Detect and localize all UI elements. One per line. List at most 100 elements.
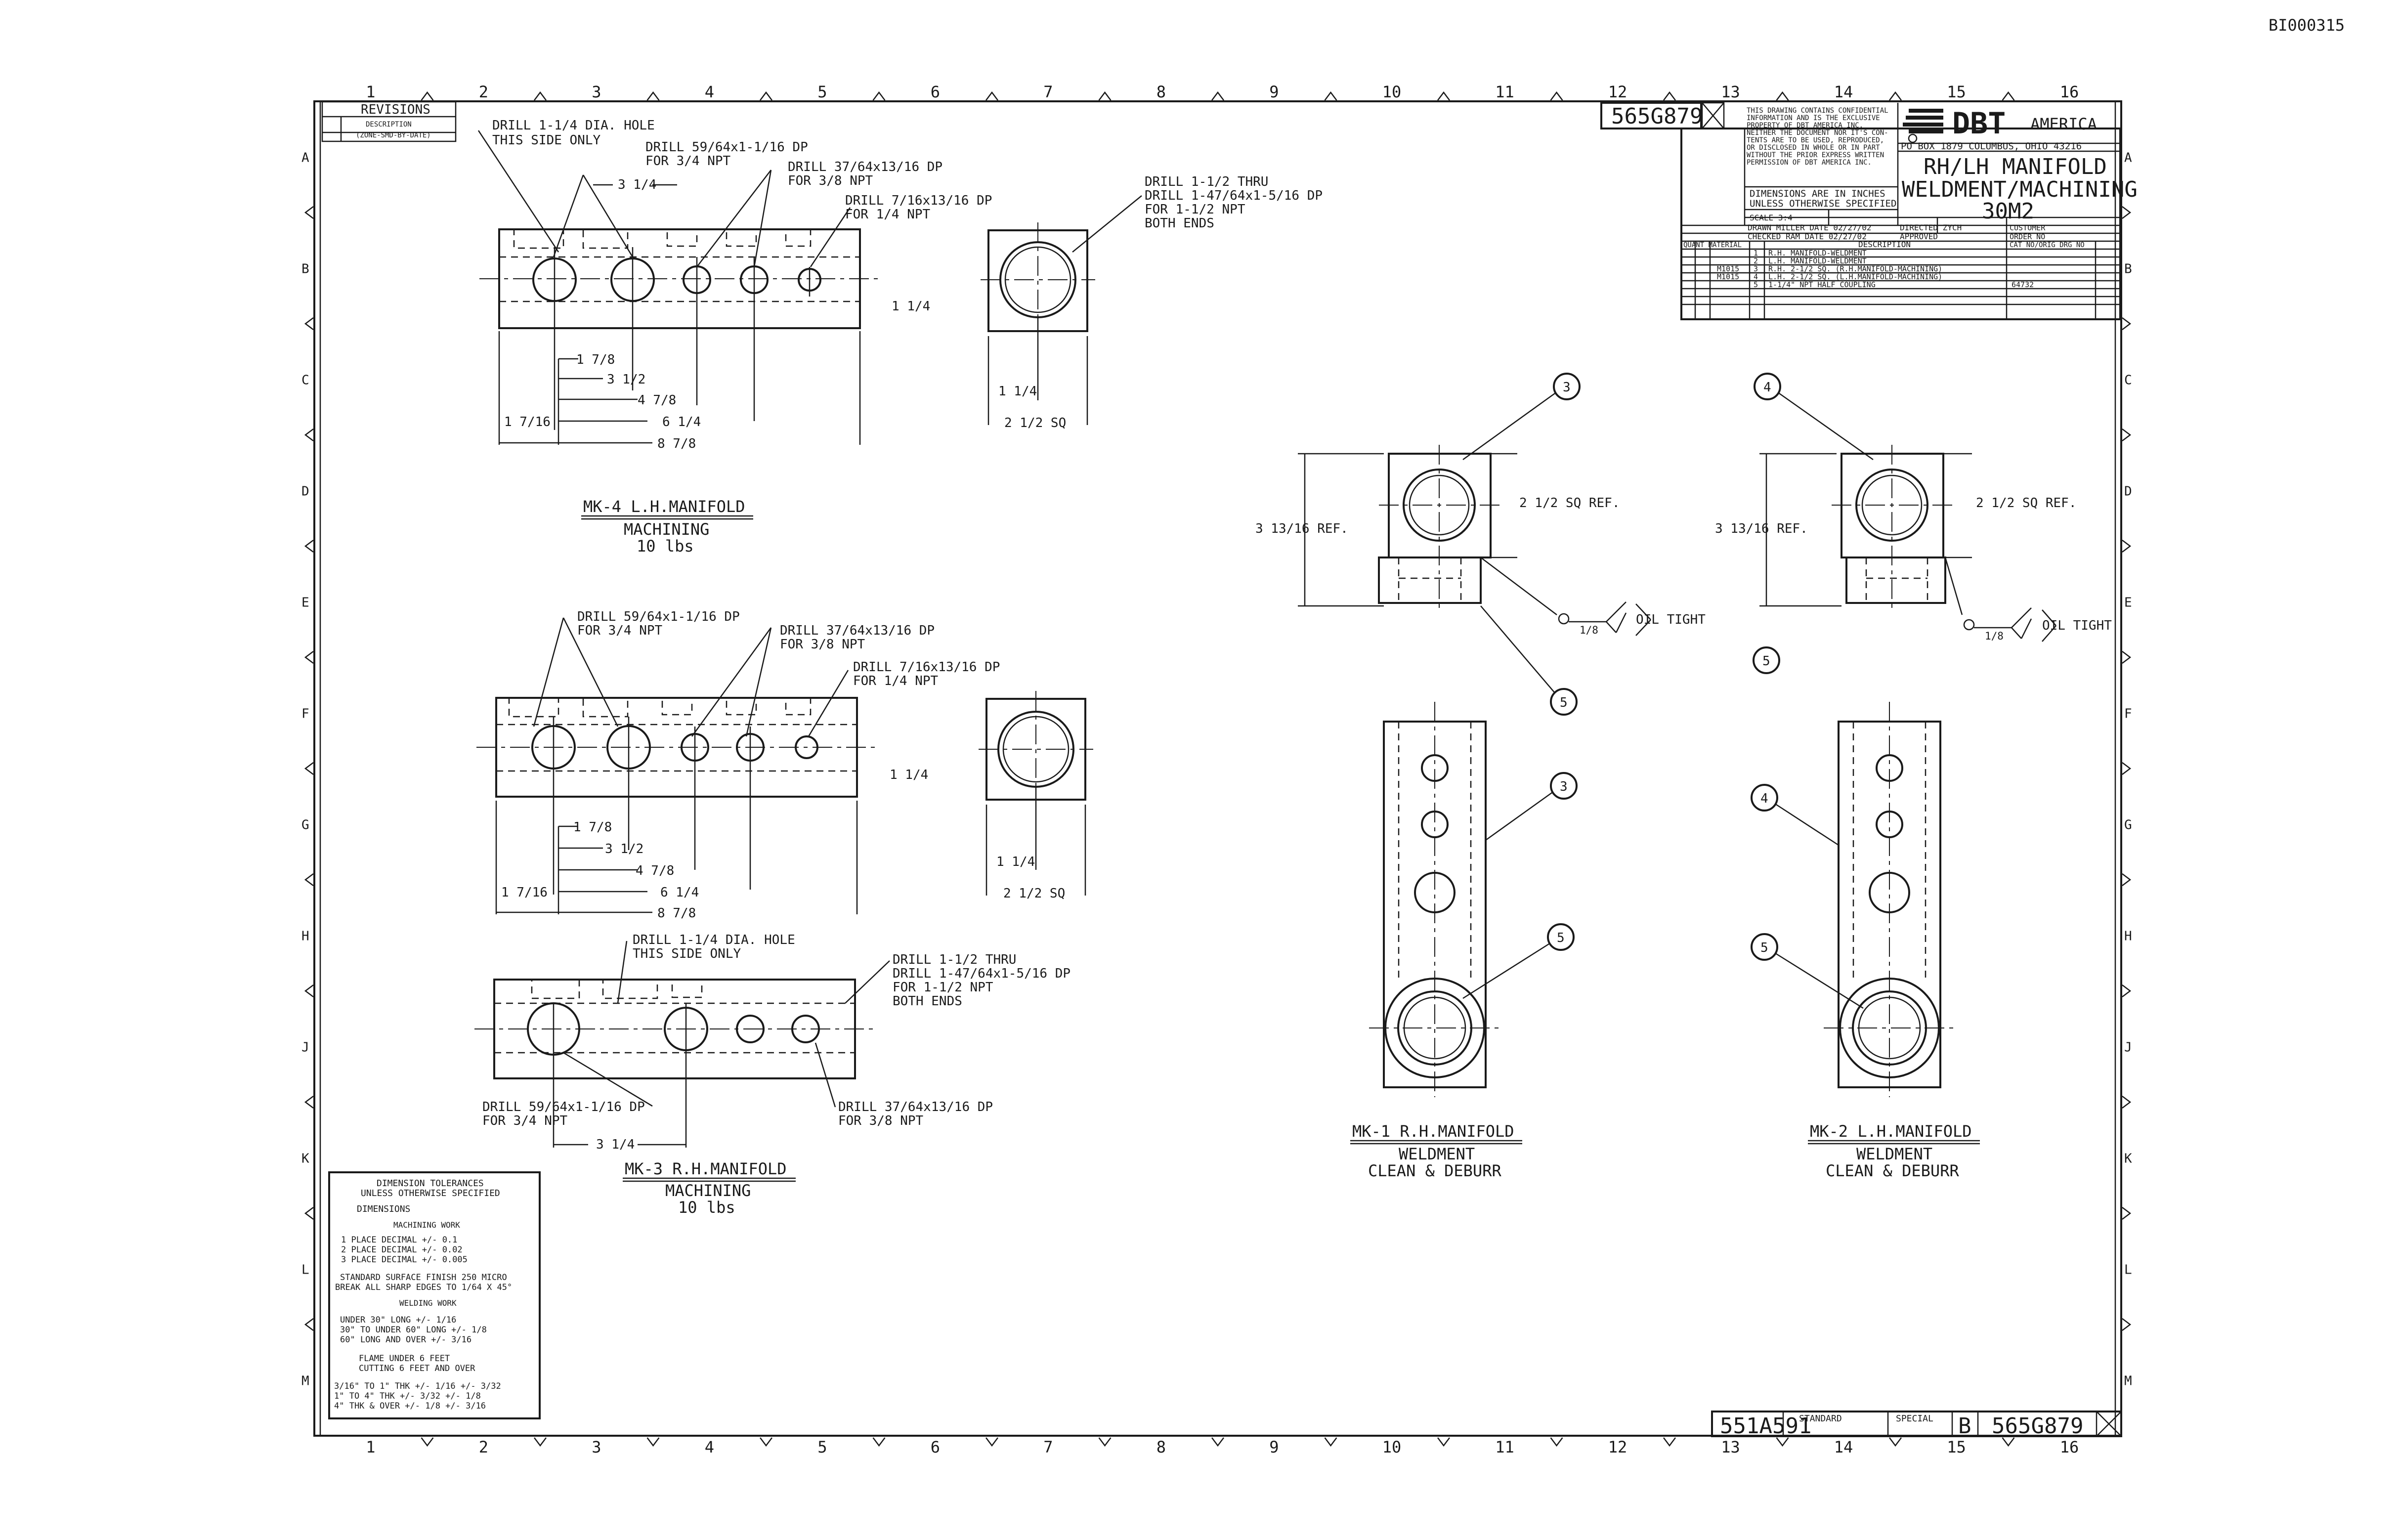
confidential-line-7: WITHOUT THE PRIOR EXPRESS WRITTEN — [1747, 151, 1884, 159]
tol-w-row: 30" TO UNDER 60" LONG +/- 1/8 — [340, 1325, 487, 1335]
zone-tick — [2122, 206, 2132, 219]
zone-tick — [1550, 1437, 1563, 1447]
zone-row-label: K — [2124, 1152, 2132, 1166]
mk4-note: DRILL 1-47/64x1-5/16 DP — [1145, 188, 1323, 203]
mk2-balloon: 4 — [1763, 380, 1771, 395]
zone-tick — [2122, 873, 2132, 886]
mid-dim: 6 1/4 — [660, 885, 699, 900]
mk4-note: BOTH ENDS — [1145, 216, 1214, 231]
mid-end-dim: 2 1/2 SQ — [1003, 886, 1065, 901]
zone-row-label: C — [301, 373, 309, 388]
mk4-dim: 1 7/8 — [576, 352, 615, 367]
mk3-dim: 3 1/4 — [596, 1137, 635, 1152]
zone-row-label: H — [2124, 929, 2132, 944]
zone-tick — [872, 1437, 886, 1447]
zone-column-label: 9 — [1269, 1438, 1279, 1456]
mk2-sub-2: CLEAN & DEBURR — [1826, 1161, 1959, 1180]
part-desc: 1-1/4" NPT HALF COUPLING — [1768, 280, 1876, 289]
ref-number: 551A591 — [1720, 1413, 1811, 1439]
zone-tick — [304, 984, 314, 997]
mk4-sub: MACHINING — [624, 520, 709, 539]
zone-column-label: 15 — [1947, 1438, 1966, 1456]
tol-dimensions: DIMENSIONS — [357, 1204, 410, 1214]
inner-border — [319, 100, 2116, 1437]
approved-text: APPROVED — [1900, 232, 1938, 241]
doc-code: BI000315 — [2269, 16, 2345, 35]
revisions-block: REVISIONS DESCRIPTION (ZONE-SMD-BY-DATE) — [321, 101, 457, 142]
zone-column-label: 3 — [592, 1438, 601, 1456]
zone-column-label: 4 — [705, 1438, 714, 1456]
part-desc: L.H. 2-1/2 SQ. (L.H.MANIFOLD-MACHINING) — [1768, 272, 1942, 281]
mk2-weldment-view: 2 1/2 SQ REF. 3 13/16 REF. 4 5 1/8 OIL T… — [1715, 373, 2112, 1180]
mk2-title: MK-2 L.H.MANIFOLD — [1810, 1122, 1972, 1141]
mk3-note: BOTH ENDS — [893, 994, 962, 1009]
zone-column-label: 10 — [1382, 83, 1402, 101]
part-item: 4 — [1754, 272, 1758, 281]
mk3-note: DRILL 37/64x13/16 DP — [838, 1100, 993, 1114]
mk4-note: DRILL 1-1/2 THRU — [1145, 174, 1268, 189]
zone-row-label: M — [2124, 1374, 2132, 1389]
mk4-weight: 10 lbs — [637, 537, 694, 556]
drawing-number-bottom: 565G879 — [1992, 1413, 2083, 1439]
part-desc: L.H. MANIFOLD-WELDMENT — [1768, 257, 1867, 265]
mk4-note: FOR 1/4 NPT — [845, 207, 931, 222]
mk1-weld-size: 1/8 — [1580, 624, 1598, 636]
zone-row-label: F — [2124, 707, 2132, 722]
title-line-2: WELDMENT/MACHINING — [1902, 177, 2138, 202]
zone-tick — [1776, 1437, 1789, 1447]
zone-row-label: M — [301, 1374, 309, 1389]
mk3-sub: MACHINING — [665, 1181, 751, 1200]
mk1-ref-1: 2 1/2 SQ REF. — [1519, 496, 1620, 511]
zone-row-label: G — [301, 818, 309, 833]
confidential-line-8: PERMISSION OF DBT AMERICA INC. — [1747, 159, 1872, 167]
mk1-oil-tight: OIL TIGHT — [1636, 612, 1706, 627]
part-item: 1 — [1754, 249, 1758, 257]
drawn-text: DRAWN MILLER DATE 02/27/02 — [1748, 223, 1871, 232]
zone-tick — [1324, 1437, 1337, 1447]
mk3-note: FOR 3/4 NPT — [482, 1113, 568, 1128]
zone-tick — [1889, 91, 1902, 101]
tol-title-2: UNLESS OTHERWISE SPECIFIED — [361, 1188, 500, 1198]
tol-finish-2: BREAK ALL SHARP EDGES TO 1/64 X 45° — [335, 1283, 512, 1292]
zone-row-label: G — [2124, 818, 2132, 833]
mk1-balloon: 5 — [1557, 931, 1565, 945]
mk4-end-dim: 1 1/4 — [998, 384, 1037, 399]
zone-column-label: 13 — [1721, 1438, 1740, 1456]
zone-column-label: 8 — [1156, 83, 1166, 101]
zone-tick — [304, 651, 314, 664]
dbt-logo — [1903, 109, 1943, 143]
tol-w-row: UNDER 30" LONG +/- 1/16 — [340, 1315, 456, 1325]
parts-list: 1 R.H. MANIFOLD-WELDMENT 2 L.H. MANIFOLD… — [1717, 249, 2034, 289]
zone-tick — [1098, 1437, 1112, 1447]
tolerance-block: DIMENSION TOLERANCES UNLESS OTHERWISE SP… — [328, 1171, 541, 1419]
mid-note: DRILL 59/64x1-1/16 DP — [577, 609, 740, 624]
zone-column-label: 8 — [1156, 1438, 1166, 1456]
revisions-desc-header: DESCRIPTION — [366, 121, 412, 128]
tol-m-row: 1 PLACE DECIMAL +/- 0.1 — [341, 1235, 457, 1245]
mk1-weldment-view: 2 1/2 SQ REF. 3 13/16 REF. 3 5 1/8 OIL T… — [1255, 373, 1706, 1180]
zone-tick — [1663, 1437, 1676, 1447]
mid-machining-view: 1 7/8 3 1/2 4 7/8 1 7/16 6 1/4 8 7/8 1 1… — [476, 609, 1093, 921]
quant-material-label: QUANT MATERIAL — [1683, 241, 1742, 249]
description-label: DESCRIPTION — [1858, 240, 1911, 249]
zone-row-label: E — [2124, 596, 2132, 610]
zone-tick — [872, 91, 886, 101]
zone-tick — [760, 1437, 772, 1447]
mk3-title: MK-3 R.H.MANIFOLD — [625, 1159, 787, 1178]
confidential-line-4: NEITHER THE DOCUMENT NOR IT'S CON- — [1747, 129, 1888, 137]
part-material: M1015 — [1717, 272, 1739, 281]
zone-tick — [304, 317, 314, 330]
zone-tick — [534, 91, 547, 101]
zone-tick — [304, 1096, 314, 1109]
tol-flame-head-1: FLAME UNDER 6 FEET — [359, 1354, 450, 1364]
mk2-ref-1: 2 1/2 SQ REF. — [1976, 496, 2077, 511]
part-cat: 64732 — [2012, 280, 2034, 289]
mk3-note: DRILL 1-47/64x1-5/16 DP — [893, 966, 1071, 981]
zone-tick — [1437, 1437, 1450, 1447]
zone-row-label: L — [301, 1263, 309, 1278]
zone-tick — [1437, 91, 1450, 101]
zone-tick — [2122, 1318, 2132, 1331]
zone-column-label: 3 — [592, 83, 601, 101]
mid-dim: 8 7/8 — [657, 906, 696, 921]
